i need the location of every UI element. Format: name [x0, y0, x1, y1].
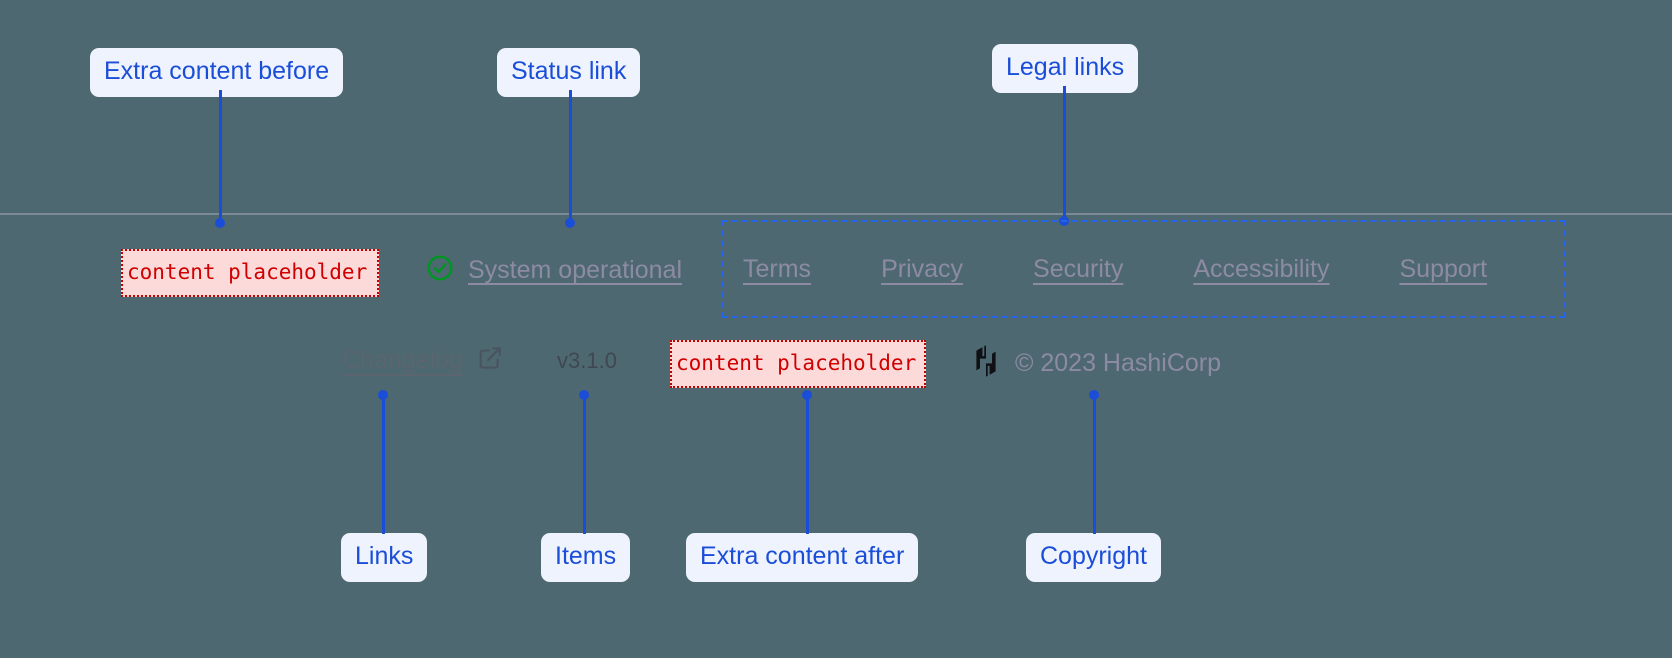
callout-label-status-link: Status link — [497, 48, 641, 97]
legal-link-terms[interactable]: Terms — [743, 255, 812, 283]
callout-line-legal-links — [1063, 86, 1066, 218]
callout-dot-extra-content-after — [802, 390, 812, 400]
content-placeholder-before: content placeholder — [121, 249, 379, 297]
footer-top-divider — [0, 213, 1672, 215]
version-text: v3.1.0 — [557, 348, 617, 373]
callout-line-extra-content-before — [219, 90, 222, 222]
changelog-link-label: Changelog — [342, 346, 463, 374]
callout-line-items — [583, 396, 586, 534]
copyright-group: © 2023 HashiCorp — [971, 345, 1221, 382]
legal-link-accessibility[interactable]: Accessibility — [1193, 255, 1330, 283]
callout-label-links: Links — [341, 533, 428, 582]
hashicorp-logo-icon — [971, 345, 1001, 382]
legal-link-privacy[interactable]: Privacy — [881, 255, 964, 283]
callout-label-extra-content-before: Extra content before — [90, 48, 344, 97]
legal-link-security[interactable]: Security — [1033, 255, 1124, 283]
callout-dot-links — [378, 390, 388, 400]
content-placeholder-after: content placeholder — [670, 340, 926, 388]
status-link[interactable]: System operational — [425, 253, 682, 288]
callout-label-items: Items — [541, 533, 631, 582]
copyright-text: © 2023 HashiCorp — [1015, 349, 1222, 377]
legal-links-group-outline — [722, 220, 1566, 318]
status-link-label: System operational — [468, 256, 683, 284]
callout-dot-extra-content-before — [215, 218, 225, 228]
callout-label-copyright: Copyright — [1026, 533, 1161, 582]
changelog-link[interactable]: Changelog — [342, 345, 503, 376]
callout-dot-status-link — [565, 218, 575, 228]
check-circle-icon — [425, 253, 455, 288]
callout-line-extra-content-after — [806, 396, 809, 534]
external-link-icon — [477, 345, 503, 376]
callout-line-status-link — [569, 90, 572, 222]
legal-links-group: Terms Privacy Security Accessibility Sup… — [743, 255, 1487, 284]
callout-label-extra-content-after: Extra content after — [686, 533, 919, 582]
legal-link-support[interactable]: Support — [1399, 255, 1488, 283]
callout-line-copyright — [1093, 396, 1096, 534]
callout-dot-items — [579, 390, 589, 400]
callout-dot-copyright — [1089, 390, 1099, 400]
callout-label-legal-links: Legal links — [992, 44, 1139, 93]
callout-line-links — [382, 396, 385, 534]
